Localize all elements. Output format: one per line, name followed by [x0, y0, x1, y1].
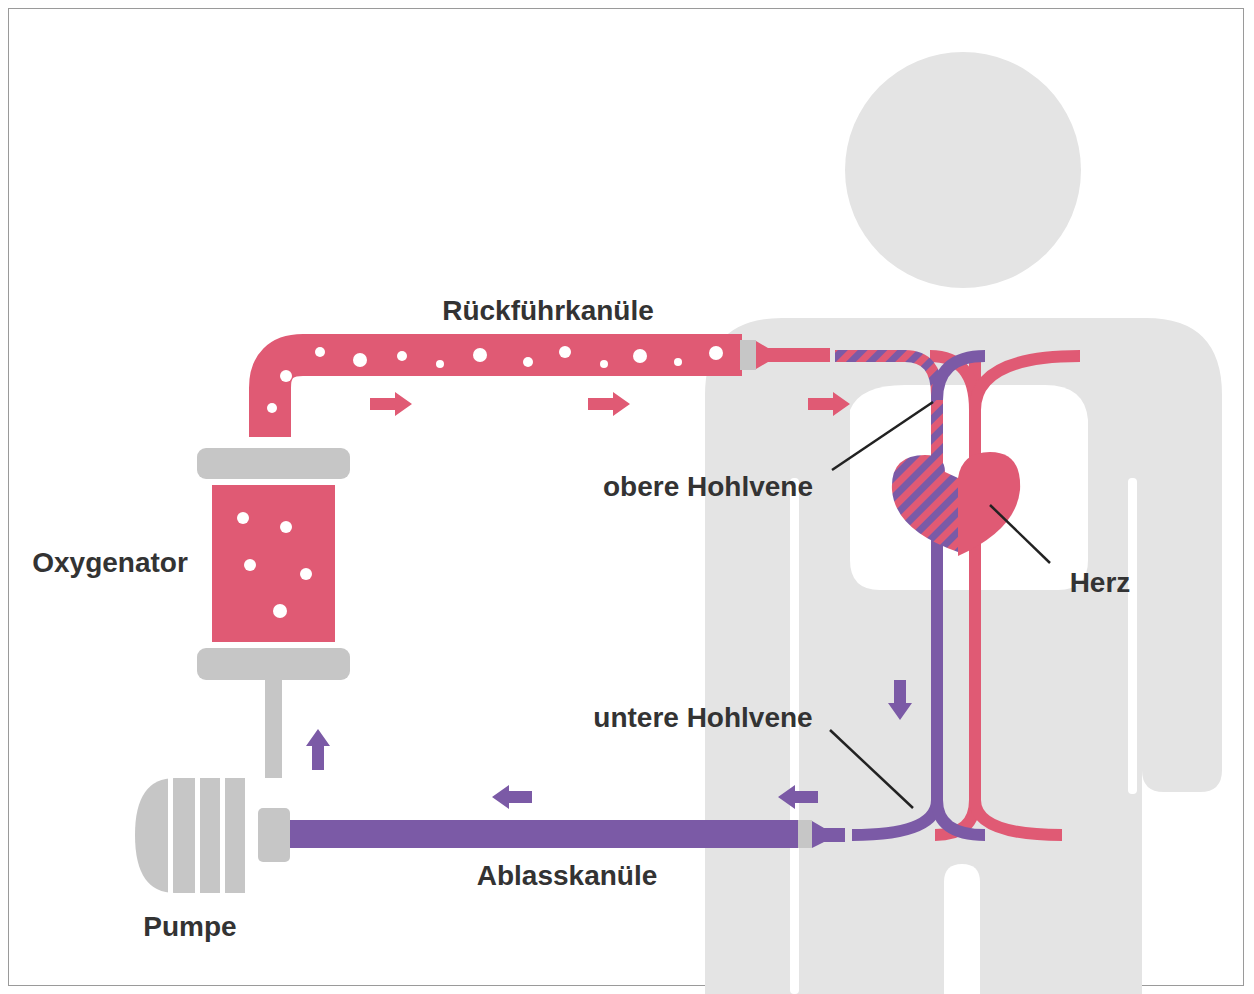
flow-arrows	[306, 392, 912, 809]
leader-lines	[830, 402, 1050, 808]
body-silhouette	[705, 52, 1222, 994]
oxygenator-device	[197, 448, 350, 680]
cannula-label: Ablasskanüle	[477, 861, 658, 892]
node-label: Oxygenator	[32, 548, 188, 579]
vessels	[835, 356, 1080, 835]
pump-node: Pumpe	[135, 778, 290, 893]
drain-cannula	[290, 820, 845, 848]
heart	[892, 452, 1020, 556]
return-cannula	[267, 340, 830, 437]
oxygenator-node: Oxygenator	[197, 448, 350, 680]
vessel-label: obere Hohlvene	[603, 472, 813, 503]
node-label: Pumpe	[143, 912, 236, 943]
connector-stem	[265, 680, 282, 778]
cannula-label: Rückführkanüle	[442, 296, 654, 327]
vessel-label: untere Hohlvene	[593, 703, 812, 734]
pump-device	[135, 778, 290, 893]
silhouette-gaps	[790, 385, 1137, 994]
organ-label: Herz	[1070, 568, 1131, 599]
